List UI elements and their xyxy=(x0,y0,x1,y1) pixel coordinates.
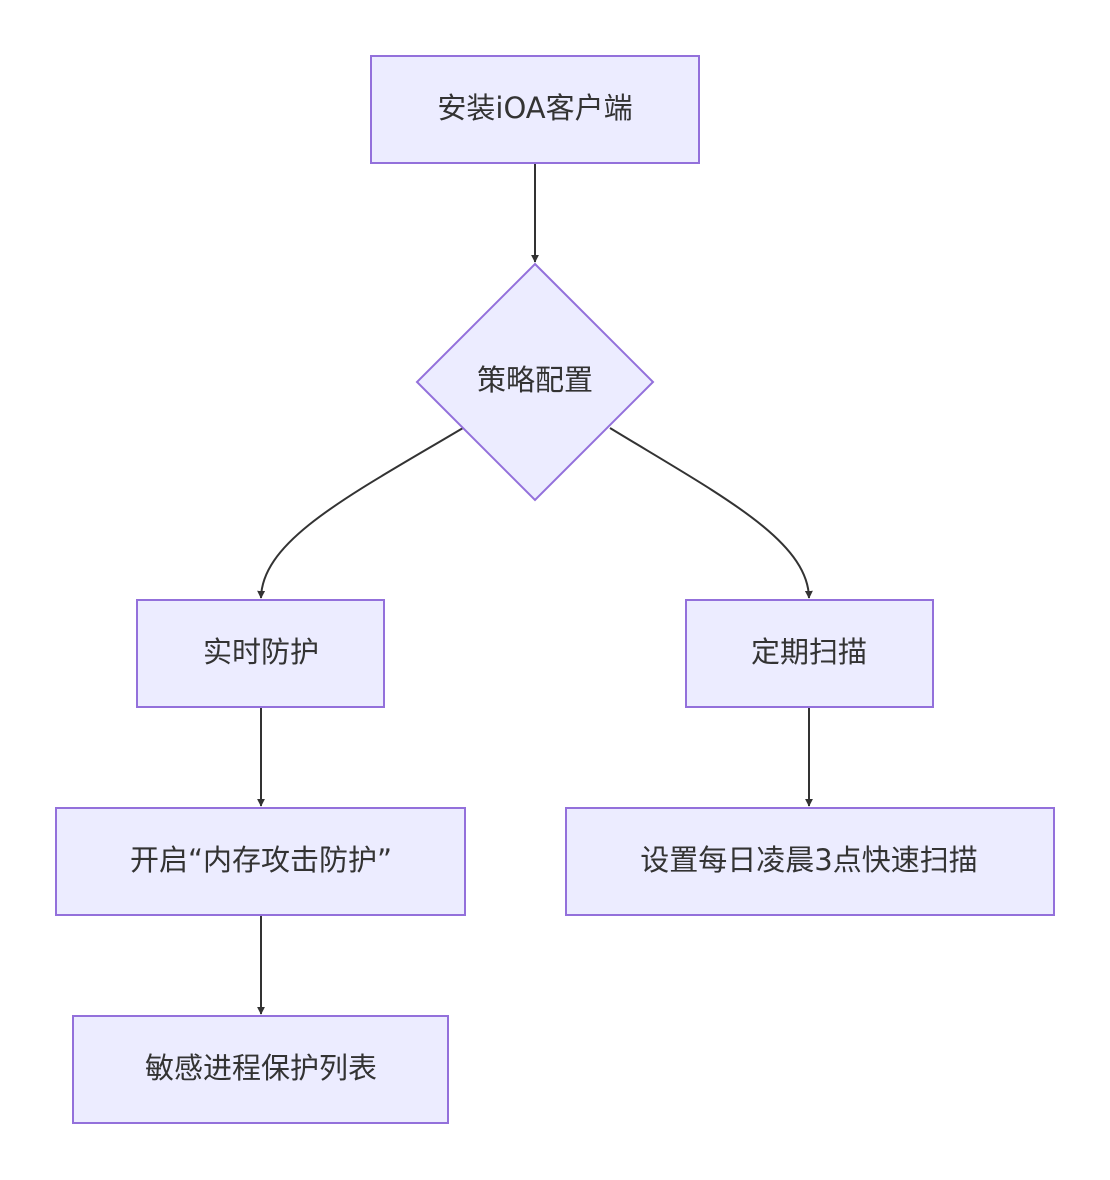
node-memory: 开启“内存攻击防护” xyxy=(55,807,466,916)
edge-policy-to-realtime xyxy=(257,427,464,599)
node-policy: 策略配置 xyxy=(415,262,655,502)
node-scheduled: 定期扫描 xyxy=(685,599,934,708)
node-install-label: 安装iOA客户端 xyxy=(437,91,632,125)
node-daily-label: 设置每日凌晨3点快速扫描 xyxy=(640,843,977,877)
node-realtime-label: 实时防护 xyxy=(203,635,319,669)
node-memory-label: 开启“内存攻击防护” xyxy=(130,843,392,877)
node-scheduled-label: 定期扫描 xyxy=(751,635,867,669)
edge-policy-to-scheduled xyxy=(609,427,813,599)
node-realtime: 实时防护 xyxy=(136,599,385,708)
node-install: 安装iOA客户端 xyxy=(370,55,700,164)
node-sensitive: 敏感进程保护列表 xyxy=(72,1015,449,1124)
edges-group xyxy=(257,164,813,1015)
node-sensitive-label: 敏感进程保护列表 xyxy=(145,1051,377,1085)
node-policy-label: 策略配置 xyxy=(477,363,593,397)
node-daily: 设置每日凌晨3点快速扫描 xyxy=(565,807,1055,916)
